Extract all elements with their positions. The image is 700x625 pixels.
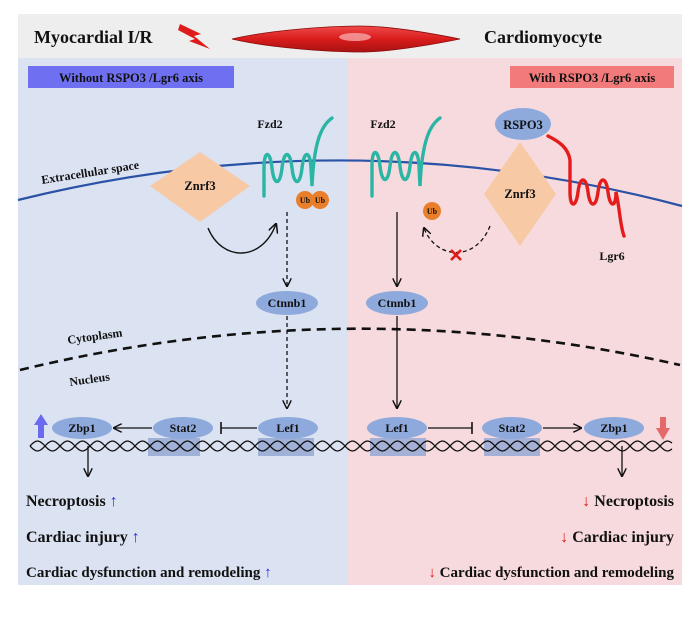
right-znrf3-label: Znrf3 (504, 187, 535, 201)
lightning-bolt-icon (178, 24, 210, 49)
left-ub-label-1: Ub (300, 196, 311, 205)
blue-up-arrow-icon (34, 414, 48, 438)
right-fzd2-receptor (370, 116, 442, 198)
header-right-label: Cardiomyocyte (484, 27, 602, 47)
up-arrow-glyph: ↑ (132, 529, 140, 546)
left-lef1-label: Lef1 (276, 421, 299, 435)
right-lef1-inhibits-stat2 (428, 422, 473, 434)
lgr6-label: Lgr6 (599, 249, 624, 263)
left-zbp1-node (52, 417, 112, 439)
left-ubiquitination-arrow (207, 224, 276, 254)
right-znrf3-shape (484, 142, 556, 246)
left-ub-circle-2 (311, 191, 329, 209)
left-znrf3-shape (150, 152, 250, 222)
nucleus-label: Nucleus (68, 369, 111, 389)
left-lef1-inhibits-stat2 (220, 422, 257, 434)
left-ctnnb1-label: Ctnnb1 (268, 296, 307, 310)
left-ub-label-2: Ub (315, 196, 326, 205)
right-ctnnb1-label: Ctnnb1 (378, 296, 417, 310)
header-left-label: Myocardial I/R (34, 27, 153, 47)
right-outcome-cardiac-injury: ↓ Cardiac injury (560, 529, 674, 546)
down-arrow-glyph: ↓ (582, 493, 590, 510)
red-x-block-icon (450, 249, 462, 261)
right-outcome-necroptosis: ↓ Necroptosis (582, 493, 674, 510)
right-stat2-node (482, 417, 542, 439)
left-fzd2-label: Fzd2 (257, 117, 282, 131)
left-outcome-cardiac-injury: Cardiac injury ↑ (26, 529, 140, 546)
right-ctnnb1-node (366, 291, 428, 315)
left-outcome-dysfunction: Cardiac dysfunction and remodeling ↑ (26, 565, 272, 581)
down-arrow-glyph: ↓ (560, 529, 568, 546)
right-stat2-label: Stat2 (499, 421, 526, 435)
rspo3-node (495, 108, 551, 140)
left-ctnnb1-node (256, 291, 318, 315)
nuclear-membrane-line (19, 327, 681, 372)
up-arrow-glyph: ↑ (264, 565, 272, 581)
left-znrf3-label: Znrf3 (184, 179, 215, 193)
left-zbp1-label: Zbp1 (68, 421, 95, 435)
right-ub-label: Ub (427, 207, 438, 216)
red-down-arrow-icon (656, 417, 670, 440)
right-lef1-label: Lef1 (385, 421, 408, 435)
left-outcome-necroptosis: Necroptosis ↑ (26, 493, 118, 510)
left-lef1-node (258, 417, 318, 439)
lgr6-receptor (546, 134, 626, 238)
right-ub-circle (423, 202, 441, 220)
right-outcome-dysfunction: ↓ Cardiac dysfunction and remodeling (428, 565, 674, 581)
right-zbp1-node (584, 417, 644, 439)
right-blocked-ubiquitination-arrow (424, 226, 491, 253)
right-lef1-node (367, 417, 427, 439)
left-panel-title-box (28, 66, 234, 88)
rspo3-label: RSPO3 (503, 118, 543, 132)
right-fzd2-label: Fzd2 (370, 117, 395, 131)
dna-double-helix (29, 440, 673, 452)
left-panel-title: Without RSPO3 /Lgr6 axis (59, 71, 203, 85)
right-panel-background (348, 58, 682, 585)
up-arrow-glyph: ↑ (110, 493, 118, 510)
right-zbp1-label: Zbp1 (600, 421, 627, 435)
down-arrow-glyph: ↓ (428, 565, 436, 581)
left-ub-circle-1 (296, 191, 314, 209)
left-fzd2-receptor (262, 116, 334, 198)
right-panel-title: With RSPO3 /Lgr6 axis (529, 71, 656, 85)
left-stat2-label: Stat2 (170, 421, 197, 435)
left-stat2-node (153, 417, 213, 439)
cardiomyocyte-cell-icon (231, 25, 461, 53)
right-panel-title-box (510, 66, 674, 88)
left-panel-background (18, 58, 348, 585)
